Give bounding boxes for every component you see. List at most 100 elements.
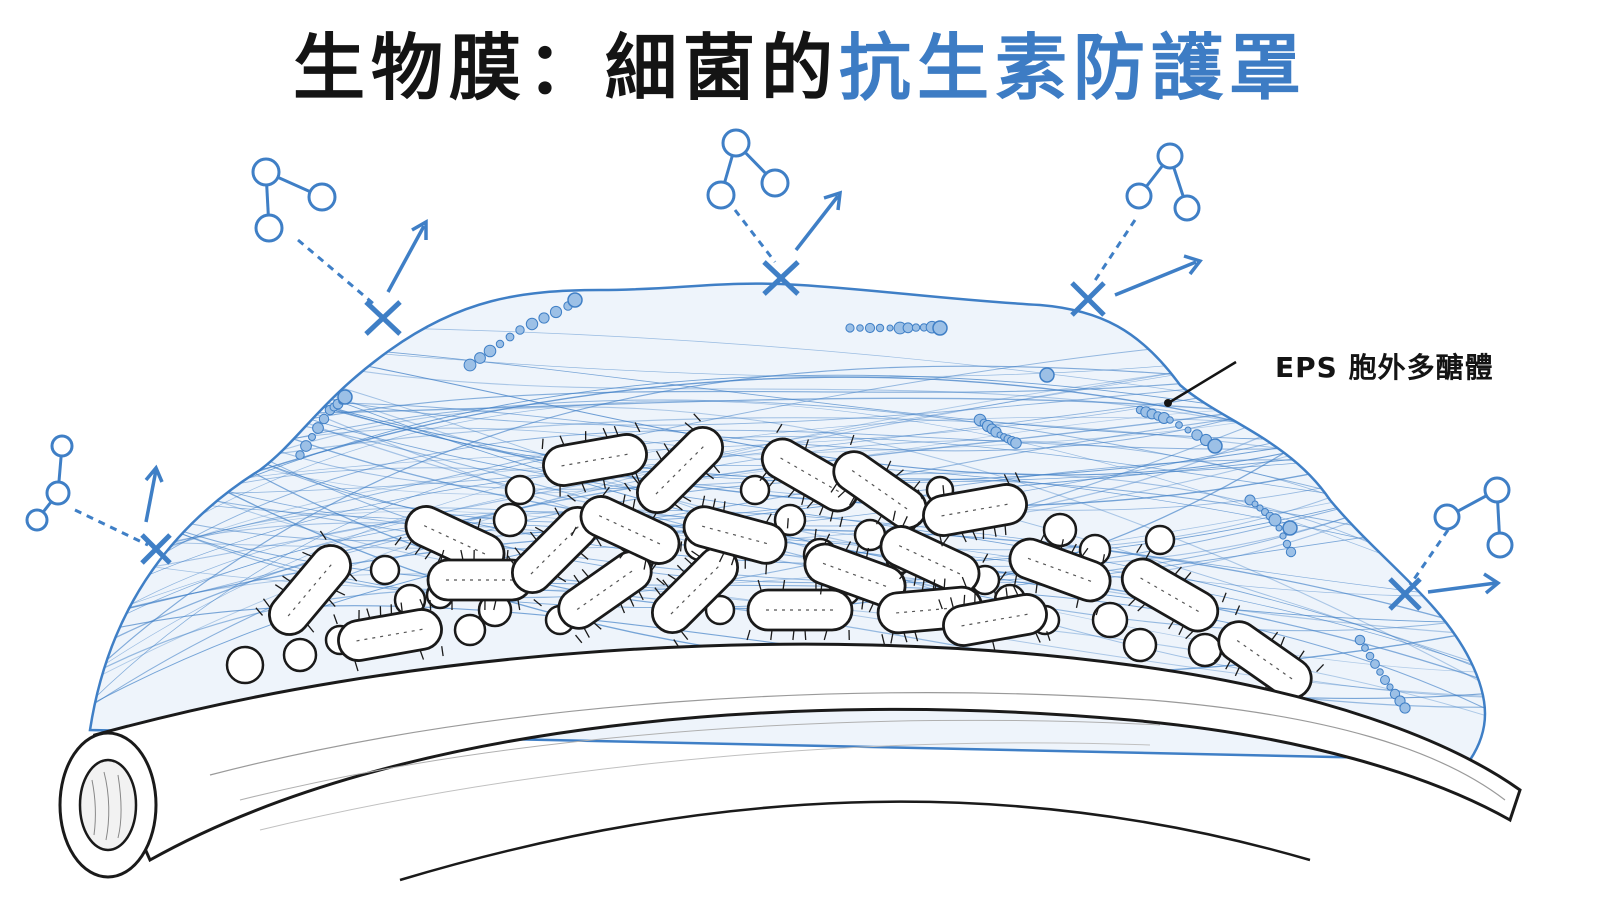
rod-bacterium (333, 599, 444, 672)
rod-bacterium (541, 422, 648, 497)
coccus-bacterium (504, 474, 536, 506)
antibiotic-attempt-2 (251, 157, 428, 336)
coccus-bacterium (1187, 632, 1223, 668)
eps-bead (1191, 429, 1203, 441)
eps-bead (1275, 524, 1283, 532)
rod-bacterium (830, 434, 928, 543)
eps-beads (295, 292, 1411, 714)
eps-bead (932, 320, 948, 336)
antibiotic-attempt-3 (706, 128, 843, 296)
bacteria-cluster (225, 413, 1325, 708)
eps-label-pointer (1164, 360, 1237, 407)
eps-bead (1380, 675, 1390, 685)
rod-bacterium (746, 579, 854, 641)
title-part-accent: 抗生素防護罩 (839, 26, 1308, 110)
eps-bead (864, 322, 876, 334)
eps-bead (1282, 520, 1298, 536)
x-mark-icon (1070, 281, 1106, 317)
rod-bacterium (917, 472, 1028, 547)
rod-bacterium (759, 423, 860, 528)
eps-bead (1010, 437, 1022, 449)
eps-label: EPS 胞外多醣體 (1275, 351, 1494, 384)
coccus-bacterium (369, 554, 401, 586)
eps-bead (886, 324, 894, 332)
eps-bead (318, 413, 330, 425)
eps-bead (856, 324, 864, 332)
eps-bead (567, 292, 583, 308)
eps-bead (525, 317, 539, 331)
eps-bead (1361, 644, 1369, 652)
tube-body (92, 642, 1522, 863)
eps-fiber (90, 436, 1485, 713)
rod-bacterium (679, 495, 789, 575)
eps-bead (1166, 416, 1174, 424)
eps-fiber (90, 429, 1485, 610)
eps-bead (495, 339, 505, 349)
molecule-icon (1433, 476, 1514, 559)
x-mark-icon (1388, 577, 1422, 611)
eps-bead (1039, 367, 1055, 383)
eps-bead (337, 389, 353, 405)
x-mark-icon (140, 533, 172, 565)
rod-bacterium (1213, 605, 1325, 708)
molecule-icon (706, 128, 790, 210)
arrow-icon (1114, 254, 1203, 297)
arrow-icon (144, 464, 164, 523)
coccus-bacterium (492, 502, 528, 538)
coccus-bacterium (282, 637, 318, 673)
title-part-dark: 生物膜：細菌的 (292, 26, 839, 110)
antibiotic-attempt-5 (1388, 476, 1514, 611)
antibiotic-attempt-1 (25, 434, 172, 565)
arrow-icon (1427, 572, 1501, 595)
eps-bead (308, 433, 316, 441)
rod-bacterium (1120, 543, 1227, 640)
eps-bead (505, 332, 515, 342)
eps-bead (538, 312, 550, 324)
coccus-bacterium (453, 613, 487, 647)
rod-bacterium (999, 532, 1112, 616)
eps-bead (1370, 659, 1380, 669)
coccus-bacterium (1042, 512, 1078, 548)
eps-bead (1268, 513, 1282, 527)
eps-bead (902, 322, 914, 334)
eps-bead (300, 440, 312, 452)
antibiotic-attempts (25, 128, 1514, 611)
tube-opening-inner (78, 758, 138, 852)
coccus-bacterium (225, 645, 265, 685)
eps-bead (1354, 634, 1366, 646)
eps-bead (1399, 702, 1411, 714)
eps-bead (483, 344, 497, 358)
rod-bacterium (938, 585, 1051, 651)
rod-bacterium (570, 486, 688, 573)
eps-bead (1365, 651, 1375, 661)
x-mark-icon (364, 300, 402, 336)
eps-bead (1282, 539, 1292, 549)
eps-bead (515, 325, 525, 335)
coccus-bacterium (739, 474, 771, 506)
eps-bead (295, 450, 305, 460)
eps-bead (463, 358, 477, 372)
catheter-tube (58, 642, 1522, 882)
eps-fiber (90, 509, 1485, 639)
eps-bead (1184, 426, 1192, 434)
coccus-bacterium (1091, 601, 1129, 639)
page-title: 生物膜：細菌的抗生素防護罩 (0, 18, 1600, 118)
eps-bead (1175, 421, 1183, 429)
rod-bacterium (255, 530, 358, 636)
eps-bead (845, 323, 855, 333)
eps-bead (549, 305, 563, 319)
rod-bacterium (624, 413, 725, 515)
molecule-icon (1125, 142, 1201, 222)
eps-bead (1386, 683, 1394, 691)
eps-fiber (90, 455, 1485, 584)
coccus-bacterium (773, 503, 807, 537)
eps-bead (1279, 532, 1287, 540)
eps-bead (1251, 500, 1259, 508)
molecule-icon (251, 157, 337, 243)
x-mark-icon (762, 260, 800, 296)
eps-bead (1256, 504, 1264, 512)
coccus-bacterium (1122, 627, 1158, 663)
eps-bead (474, 352, 486, 364)
eps-bead (1207, 438, 1223, 454)
coccus-bacterium (704, 594, 736, 626)
